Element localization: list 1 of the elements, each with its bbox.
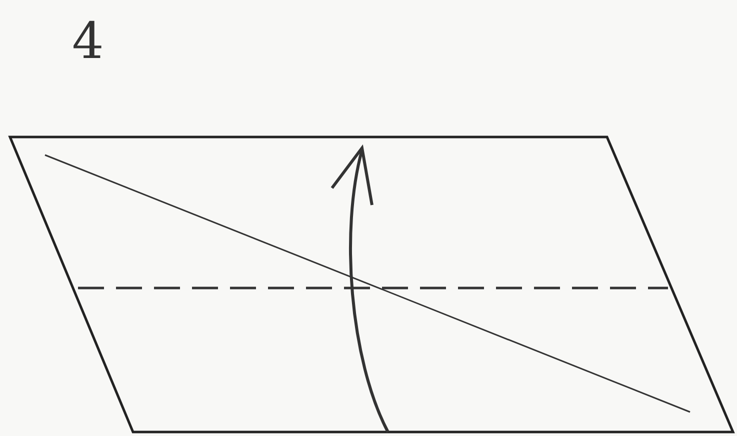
step-number: 4 [72, 16, 104, 66]
